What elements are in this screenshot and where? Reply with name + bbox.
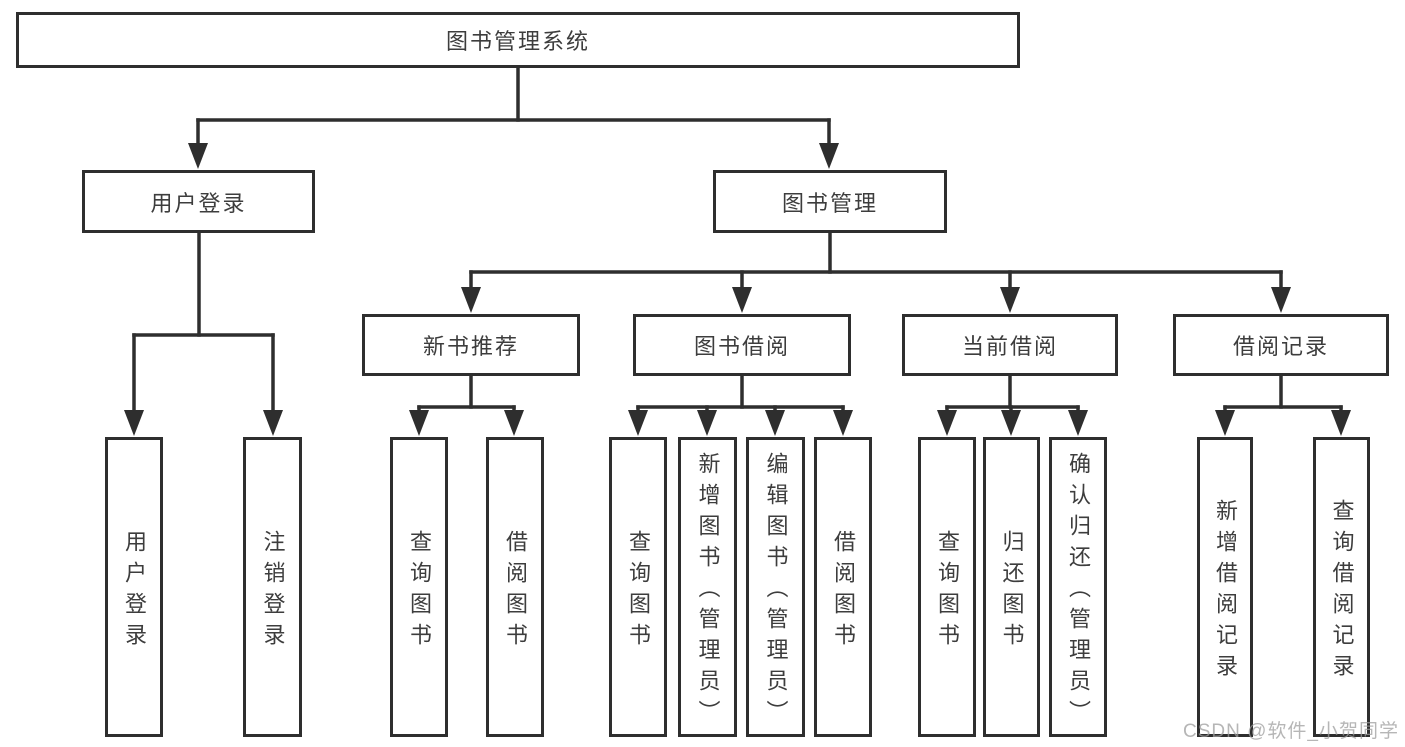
leaf-current-query-books-label: 查询图书 — [935, 529, 960, 654]
node-user-login: 用户登录 — [82, 170, 315, 233]
leaf-borrow-books: 借阅图书 — [814, 437, 872, 737]
leaf-recommend-borrow-books-label: 借阅图书 — [503, 529, 528, 654]
leaf-current-query-books: 查询图书 — [918, 437, 976, 737]
arrow-down-icon — [1001, 410, 1021, 436]
node-root: 图书管理系统 — [16, 12, 1020, 68]
node-borrow-records-label: 借阅记录 — [1232, 334, 1329, 359]
arrow-down-icon — [833, 410, 853, 436]
arrow-down-icon — [628, 410, 648, 436]
arrow-down-icon — [1068, 410, 1088, 436]
leaf-query-borrow-record-label: 查询借阅记录 — [1329, 498, 1355, 685]
leaf-edit-books-admin-label: 编辑图书（管理员） — [763, 452, 789, 731]
arrow-down-icon — [263, 410, 283, 436]
leaf-confirm-return-admin: 确认归还（管理员） — [1049, 437, 1107, 737]
leaf-recommend-query-books-label: 查询图书 — [407, 529, 432, 654]
csdn-watermark: CSDN @软件_小贺同学 — [1183, 721, 1399, 742]
arrow-down-icon — [1000, 287, 1020, 313]
leaf-borrow-query-books-label: 查询图书 — [626, 529, 651, 654]
node-new-book-recommend: 新书推荐 — [362, 314, 580, 376]
leaf-borrow-query-books: 查询图书 — [609, 437, 667, 737]
connector-borrow-records-children — [1223, 374, 1343, 420]
node-new-book-recommend-label: 新书推荐 — [422, 334, 519, 359]
leaf-recommend-borrow-books: 借阅图书 — [486, 437, 544, 737]
node-user-login-label: 用户登录 — [150, 190, 247, 216]
connector-book-management-children — [469, 231, 1283, 296]
arrow-down-icon — [504, 410, 524, 436]
leaf-query-borrow-record: 查询借阅记录 — [1313, 437, 1370, 737]
arrow-down-icon — [1271, 287, 1291, 313]
connector-user-login-children — [132, 231, 275, 420]
arrow-down-icon — [697, 410, 717, 436]
node-current-borrow-label: 当前借阅 — [961, 334, 1058, 359]
leaf-add-borrow-record-label: 新增借阅记录 — [1213, 498, 1238, 685]
arrow-down-icon — [819, 143, 839, 169]
node-root-label: 图书管理系统 — [445, 29, 590, 54]
leaf-return-books: 归还图书 — [983, 437, 1040, 737]
connector-book-borrow-children — [636, 374, 845, 420]
connector-root-to-level2 — [196, 66, 831, 152]
leaf-add-books-admin-label: 新增图书（管理员） — [695, 452, 721, 731]
arrow-down-icon — [1215, 410, 1235, 436]
leaf-return-books-label: 归还图书 — [999, 529, 1025, 654]
arrow-down-icon — [765, 410, 785, 436]
leaf-borrow-books-label: 借阅图书 — [831, 529, 856, 654]
arrow-down-icon — [732, 287, 752, 313]
leaf-add-books-admin: 新增图书（管理员） — [678, 437, 737, 737]
leaf-user-login-label: 用户登录 — [122, 529, 147, 654]
leaf-logout: 注销登录 — [243, 437, 302, 737]
arrow-down-icon — [124, 410, 144, 436]
leaf-add-borrow-record: 新增借阅记录 — [1197, 437, 1253, 737]
arrow-down-icon — [188, 143, 208, 169]
arrow-down-icon — [409, 410, 429, 436]
node-book-management: 图书管理 — [713, 170, 947, 233]
leaf-confirm-return-admin-label: 确认归还（管理员） — [1066, 452, 1091, 731]
node-current-borrow: 当前借阅 — [902, 314, 1118, 376]
node-book-borrow-label: 图书借阅 — [693, 334, 790, 359]
arrow-down-icon — [461, 287, 481, 313]
node-book-management-label: 图书管理 — [781, 190, 878, 216]
connector-new-book-recommend-children — [417, 374, 516, 420]
leaf-user-login: 用户登录 — [105, 437, 163, 737]
leaf-edit-books-admin: 编辑图书（管理员） — [746, 437, 805, 737]
node-borrow-records: 借阅记录 — [1173, 314, 1389, 376]
arrowheads — [124, 143, 1351, 436]
leaf-logout-label: 注销登录 — [260, 529, 286, 654]
leaf-recommend-query-books: 查询图书 — [390, 437, 448, 737]
arrow-down-icon — [1331, 410, 1351, 436]
node-book-borrow: 图书借阅 — [633, 314, 851, 376]
arrow-down-icon — [937, 410, 957, 436]
